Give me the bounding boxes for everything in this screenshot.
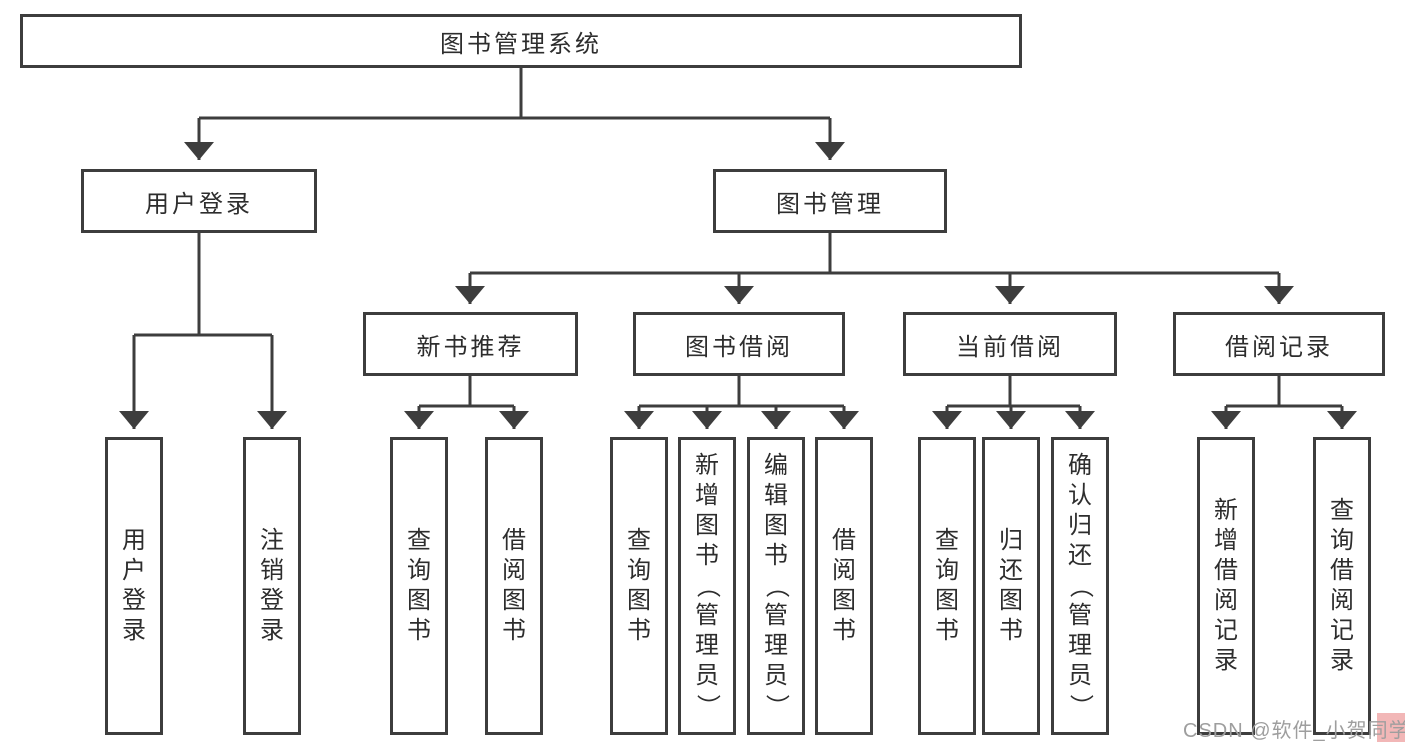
leaf-confirm-return-admin: 确认归还（管理员） [1051, 437, 1109, 735]
leaf-return-book: 归还图书 [982, 437, 1040, 735]
connector-group [119, 68, 1357, 429]
node-current-borrow: 当前借阅 [903, 312, 1117, 376]
node-root-label: 图书管理系统 [440, 30, 602, 58]
leaf-query-book-1: 查询图书 [390, 437, 448, 735]
node-borrow-records-label: 借阅记录 [1225, 333, 1333, 361]
leaf-query-book-3: 查询图书 [918, 437, 976, 735]
leaf-logout: 注销登录 [243, 437, 301, 735]
node-root: 图书管理系统 [20, 14, 1022, 68]
node-book-management: 图书管理 [713, 169, 947, 233]
leaf-query-book-2: 查询图书 [610, 437, 668, 735]
node-book-borrow-label: 图书借阅 [685, 333, 793, 361]
leaf-add-book-admin: 新增图书（管理员） [678, 437, 736, 735]
leaf-add-borrow-record: 新增借阅记录 [1197, 437, 1255, 735]
leaf-borrow-book-1: 借阅图书 [485, 437, 543, 735]
node-book-borrow: 图书借阅 [633, 312, 845, 376]
leaf-query-borrow-record: 查询借阅记录 [1313, 437, 1371, 735]
leaf-user-login: 用户登录 [105, 437, 163, 735]
watermark-text: CSDN @软件_小贺同学 [1183, 720, 1405, 742]
node-current-borrow-label: 当前借阅 [956, 333, 1064, 361]
node-new-book-recommend-label: 新书推荐 [416, 333, 525, 361]
leaf-edit-book-admin: 编辑图书（管理员） [747, 437, 805, 735]
node-borrow-records: 借阅记录 [1173, 312, 1385, 376]
node-book-management-label: 图书管理 [776, 190, 884, 218]
node-user-login-label: 用户登录 [145, 190, 253, 218]
node-user-login: 用户登录 [81, 169, 317, 233]
leaf-borrow-book-2: 借阅图书 [815, 437, 873, 735]
watermark-highlight [1377, 713, 1405, 742]
node-new-book-recommend: 新书推荐 [363, 312, 578, 376]
